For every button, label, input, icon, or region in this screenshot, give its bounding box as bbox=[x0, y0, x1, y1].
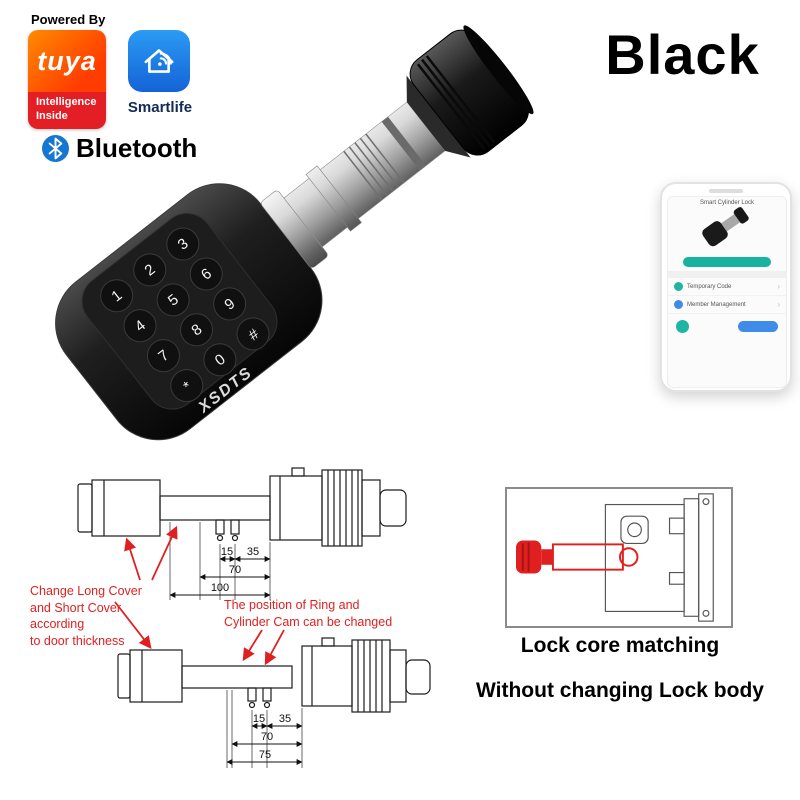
dimension-label: 75 bbox=[259, 749, 271, 761]
unlock-button-icon bbox=[676, 320, 689, 333]
cylinder-outline bbox=[77, 467, 407, 547]
app-divider bbox=[668, 271, 786, 278]
chevron-right-icon: › bbox=[777, 282, 780, 291]
app-screen: Smart Cylinder Lock Temporary Code › bbox=[667, 196, 787, 388]
mini-lock-image bbox=[702, 207, 749, 247]
app-primary-button bbox=[683, 257, 771, 267]
lock-core-drawing bbox=[516, 493, 714, 622]
bluetooth-label: Bluetooth bbox=[76, 133, 198, 163]
dimension-label: 35 bbox=[247, 546, 259, 558]
keypad-key: 9 bbox=[213, 287, 247, 321]
smartlife-logo bbox=[128, 30, 190, 92]
lock-core-matching-frame bbox=[505, 487, 733, 628]
dimension-label: 15 bbox=[221, 546, 233, 558]
dimension-label: 100 bbox=[211, 582, 229, 594]
app-footer-pill bbox=[738, 321, 778, 332]
shaft-band bbox=[381, 116, 427, 171]
annotation-ring-cam: The position of Ring and Cylinder Cam ca… bbox=[224, 598, 393, 629]
red-cylinder-core bbox=[516, 540, 639, 574]
caption: Lock core matching Without changing Lock… bbox=[452, 634, 788, 703]
dimension-lines bbox=[169, 556, 271, 598]
smartlife-label: Smartlife bbox=[127, 99, 193, 116]
tuya-tagline: Intelligence Inside bbox=[28, 92, 106, 129]
keypad-key: 1 bbox=[100, 279, 134, 313]
app-menu-row: Temporary Code › bbox=[668, 278, 786, 296]
keypad-key: # bbox=[236, 317, 270, 351]
app-footer bbox=[668, 314, 786, 339]
keypad-key: 3 bbox=[166, 227, 200, 261]
dimension-label: 35 bbox=[279, 713, 291, 725]
keypad-key: * bbox=[170, 369, 204, 403]
shaft-ring bbox=[305, 165, 362, 232]
keypad: 1 2 3 4 5 6 7 8 9 * 0 # bbox=[100, 227, 270, 403]
keypad-key: 5 bbox=[156, 283, 190, 317]
dimension-lines bbox=[226, 723, 303, 765]
caption-line1: Lock core matching bbox=[520, 634, 720, 657]
tuya-logo: tuya Intelligence Inside bbox=[28, 30, 106, 129]
chevron-right-icon: › bbox=[777, 300, 780, 309]
keypad-key: 8 bbox=[180, 313, 214, 347]
keypad-key: 4 bbox=[123, 309, 157, 343]
smartlife-house-icon bbox=[144, 49, 174, 73]
tuya-wordmark: tuya bbox=[28, 30, 106, 92]
app-title: Smart Cylinder Lock bbox=[699, 200, 755, 206]
users-icon bbox=[674, 300, 683, 309]
shaft-ribs bbox=[343, 133, 405, 201]
knob-end-cap bbox=[463, 25, 534, 115]
app-product-thumbnail bbox=[668, 206, 786, 256]
keypad-key: 7 bbox=[146, 339, 180, 373]
caption-line2: Without changing Lock body bbox=[476, 679, 764, 702]
bluetooth-badge: Bluetooth bbox=[42, 133, 197, 164]
dimension-diagram-bottom: 15 35 70 75 bbox=[112, 628, 472, 798]
extension-lines bbox=[226, 690, 303, 768]
color-variant-title: Black bbox=[605, 23, 760, 86]
phone-mockup: Smart Cylinder Lock Temporary Code › bbox=[660, 182, 792, 392]
dimension-label: 70 bbox=[261, 731, 273, 743]
smart-lock-photo: 1 2 3 4 5 6 7 8 9 * 0 # XSDTS bbox=[0, 0, 560, 470]
keypad-key: 6 bbox=[189, 257, 223, 291]
knob-grooves bbox=[416, 55, 496, 151]
cylinder-outline bbox=[117, 637, 431, 713]
dimension-label: 15 bbox=[253, 713, 265, 725]
key-icon bbox=[674, 282, 683, 291]
keypad-key: 0 bbox=[203, 343, 237, 377]
annotation-cover-length: Change Long Cover and Short Cover accord… bbox=[30, 584, 142, 648]
keypad-key: 2 bbox=[133, 253, 167, 287]
powered-by-label: Powered By bbox=[31, 12, 106, 27]
dimension-label: 70 bbox=[229, 564, 241, 576]
app-menu-row: Member Management › bbox=[668, 296, 786, 314]
phone-speaker bbox=[709, 189, 743, 193]
bluetooth-icon bbox=[42, 135, 69, 162]
